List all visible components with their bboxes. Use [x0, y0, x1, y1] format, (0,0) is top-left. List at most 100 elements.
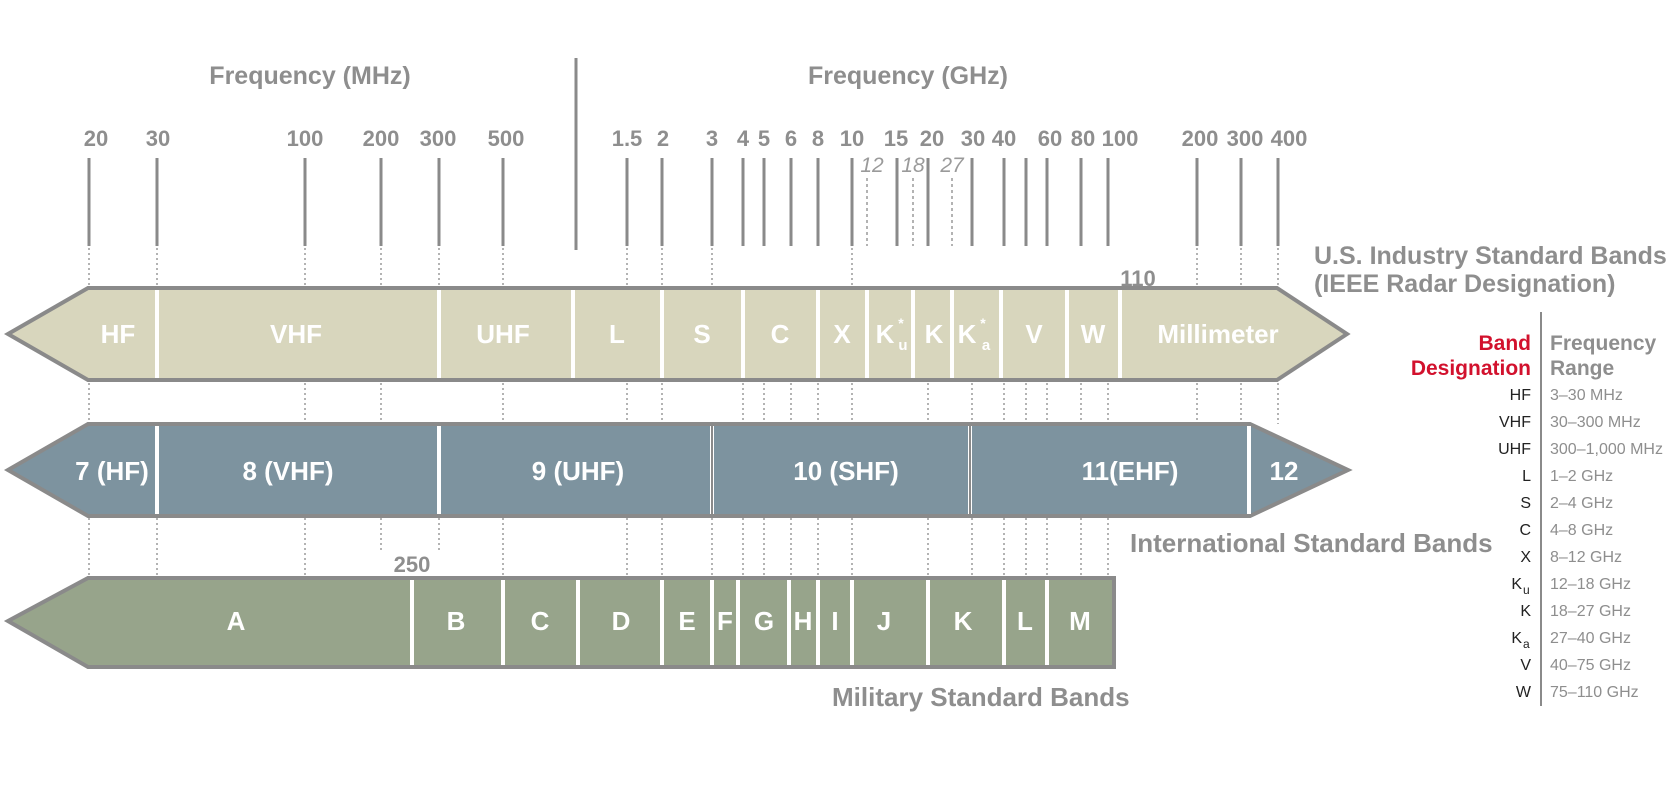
ieee-band-uhf: UHF: [476, 319, 529, 349]
military-dividers: [410, 580, 1049, 665]
ieee-band-arrow: [3, 286, 1351, 382]
mil-band-d: D: [612, 606, 631, 636]
tick-label-300g: 300: [1227, 126, 1264, 151]
heading-ghz: Frequency (GHz): [808, 62, 1008, 90]
table-header-range-1: Frequency: [1550, 332, 1657, 355]
table-row-range: 12–18 GHz: [1550, 576, 1631, 593]
tick-label-110: 110: [1120, 266, 1156, 291]
intl-band-12: 12: [1270, 456, 1299, 486]
table-header-band-2: Designation: [1411, 357, 1531, 380]
heading-mhz: Frequency (MHz): [209, 62, 410, 90]
table-row-range: 2–4 GHz: [1550, 495, 1613, 512]
tick-label-40: 40: [992, 126, 1016, 151]
table-row-band: VHF: [1499, 414, 1531, 431]
ieee-band-ku: K: [876, 319, 895, 349]
military-band-arrow: [3, 576, 1116, 669]
ieee-dividers: [155, 290, 1122, 378]
tick-label-30: 30: [146, 126, 170, 151]
table-row-range: 1–2 GHz: [1550, 468, 1613, 485]
tick-label-60: 60: [1038, 126, 1062, 151]
international-band-row: 7 (HF) 8 (VHF) 9 (UHF) 10 (SHF) 11(EHF) …: [3, 422, 1493, 558]
tick-label-3: 3: [706, 126, 718, 151]
tick-label-100: 100: [287, 126, 324, 151]
table-row-band-sub: u: [1523, 583, 1530, 597]
mil-band-e: E: [678, 606, 695, 636]
mil-band-f: F: [717, 606, 733, 636]
table-row-band: S: [1520, 495, 1531, 512]
ieee-band-ka-star: *: [980, 315, 986, 331]
international-row-title: International Standard Bands: [1130, 528, 1493, 558]
table-rows: HF 3–30 MHz VHF 30–300 MHz UHF 300–1,000…: [1498, 387, 1663, 701]
tick-label-2: 2: [657, 126, 669, 151]
ieee-band-hf: HF: [101, 319, 136, 349]
intl-band-11: 11(EHF): [1082, 456, 1179, 486]
international-band-arrow: [3, 422, 1353, 518]
ieee-band-s: S: [693, 319, 710, 349]
ieee-band-millimeter: Millimeter: [1157, 319, 1278, 349]
table-row-band: K: [1511, 630, 1522, 647]
mil-band-g: G: [754, 606, 774, 636]
table-row-range: 75–110 GHz: [1550, 684, 1639, 701]
intl-band-8: 8 (VHF): [243, 456, 334, 486]
guide-lines: [88, 248, 1279, 578]
tick-label-30g: 30: [961, 126, 985, 151]
military-band-labels: A B C D E F G H I J K L M: [227, 606, 1091, 636]
table-row-band: UHF: [1498, 441, 1531, 458]
tick-label-8: 8: [812, 126, 824, 151]
table-row-band: X: [1520, 549, 1531, 566]
table-header-band-1: Band: [1479, 332, 1532, 355]
ieee-band-ku-sub: u: [898, 337, 907, 354]
tick-label-20g: 20: [920, 126, 944, 151]
tick-label-250: 250: [394, 552, 431, 577]
table-row-range: 30–300 MHz: [1550, 414, 1641, 431]
ieee-band-ka: K: [958, 319, 977, 349]
ieee-band-ka-sub: a: [982, 337, 991, 354]
tick-label-27: 27: [939, 154, 965, 177]
mil-band-b: B: [447, 606, 466, 636]
table-row-range: 300–1,000 MHz: [1550, 441, 1663, 458]
tick-label-100g: 100: [1102, 126, 1139, 151]
military-band-row: A B C D E F G H I J K L M 250 Military S…: [3, 552, 1130, 712]
tick-label-18: 18: [901, 154, 925, 177]
mil-band-c: C: [531, 606, 550, 636]
table-row-range: 3–30 MHz: [1550, 387, 1623, 404]
table-row-band: K: [1520, 603, 1531, 620]
ieee-band-row: HF VHF UHF L S C X K * u K K * a V W Mil…: [3, 242, 1667, 382]
military-row-title: Military Standard Bands: [832, 682, 1130, 712]
intl-band-10: 10 (SHF): [793, 456, 898, 486]
table-row-band-sub: a: [1523, 637, 1530, 651]
ieee-row-title-line1: U.S. Industry Standard Bands: [1314, 242, 1667, 270]
tick-lines: [87, 158, 1280, 246]
ieee-band-l: L: [609, 319, 625, 349]
table-header-range-2: Range: [1550, 357, 1614, 380]
table-row-range: 8–12 GHz: [1550, 549, 1622, 566]
ieee-band-ku-star: *: [898, 315, 904, 331]
tick-label-200: 200: [363, 126, 400, 151]
ieee-band-w: W: [1081, 319, 1106, 349]
table-row-range: 40–75 GHz: [1550, 657, 1631, 674]
table-row-band: HF: [1510, 387, 1532, 404]
tick-label-6: 6: [785, 126, 797, 151]
tick-label-10: 10: [840, 126, 864, 151]
ieee-band-v: V: [1025, 319, 1043, 349]
tick-label-80: 80: [1071, 126, 1095, 151]
mil-band-h: H: [794, 606, 813, 636]
tick-label-500: 500: [488, 126, 525, 151]
table-row-range: 27–40 GHz: [1550, 630, 1631, 647]
minor-tick-lines: [866, 178, 953, 246]
table-row-band: L: [1522, 468, 1531, 485]
intl-band-9: 9 (UHF): [532, 456, 624, 486]
tick-label-400g: 400: [1271, 126, 1308, 151]
intl-band-7: 7 (HF): [75, 456, 149, 486]
mil-band-j: J: [877, 606, 891, 636]
mil-band-i: I: [831, 606, 838, 636]
tick-labels: 20 30 100 200 300 500 1.5 2 3 4 5 6 8 10…: [84, 126, 1308, 177]
ieee-band-x: X: [833, 319, 851, 349]
table-row-band: V: [1520, 657, 1531, 674]
mil-band-l: L: [1017, 606, 1033, 636]
tick-label-200g: 200: [1182, 126, 1219, 151]
ieee-band-labels: HF VHF UHF L S C X K * u K K * a V W Mil…: [101, 315, 1279, 354]
table-row-band: K: [1511, 576, 1522, 593]
band-designation-table: Band Designation Frequency Range HF 3–30…: [1411, 312, 1663, 706]
